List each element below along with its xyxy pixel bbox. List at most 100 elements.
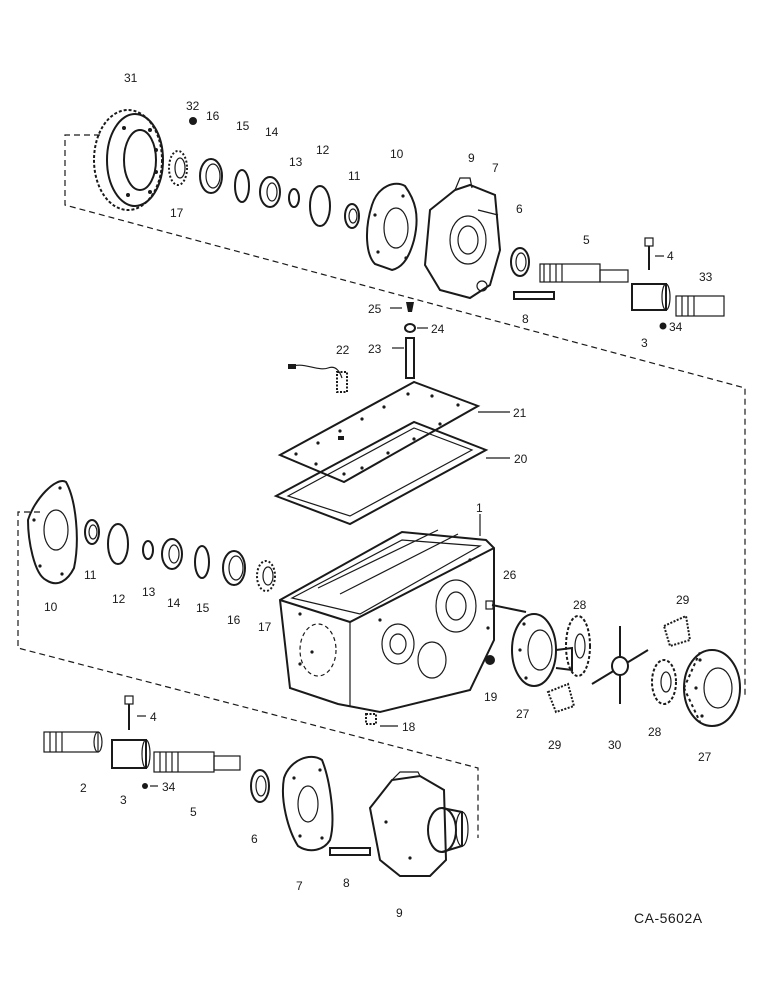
lower-assembly-frame bbox=[17, 511, 479, 838]
callout-24: 24 bbox=[431, 322, 445, 336]
callout-6-bottom: 6 bbox=[251, 832, 258, 846]
callout-15: 15 bbox=[236, 119, 250, 133]
seal-part-6-bottom bbox=[250, 769, 270, 803]
callout-5: 5 bbox=[583, 233, 590, 247]
side-gear-part-28-top bbox=[565, 615, 591, 677]
spider-cross-part-30 bbox=[591, 626, 649, 704]
gasket-part-20 bbox=[273, 420, 489, 526]
o-ring-part-12-top bbox=[309, 185, 331, 227]
set-screw-part-34-bottom bbox=[142, 783, 148, 789]
callout-15-mid: 15 bbox=[196, 601, 210, 615]
drain-plug-part-18 bbox=[365, 713, 377, 725]
callout-11: 11 bbox=[348, 169, 361, 183]
callout-9: 9 bbox=[468, 151, 475, 165]
snap-ring-part-15-mid bbox=[194, 545, 210, 579]
callout-25: 25 bbox=[368, 302, 382, 316]
callout-29-bottom: 29 bbox=[548, 738, 562, 752]
bolt-part-26 bbox=[485, 600, 527, 613]
bearing-cone-part-17-mid bbox=[256, 560, 276, 592]
callout-12-mid: 12 bbox=[112, 592, 126, 606]
callout-21: 21 bbox=[513, 406, 527, 420]
plug-part-25 bbox=[406, 302, 414, 312]
side-gear-part-28-bottom bbox=[651, 659, 677, 705]
housing-part-9-top bbox=[423, 177, 502, 300]
drawing-code-label: CA-5602A bbox=[634, 910, 703, 926]
callout-13: 13 bbox=[289, 155, 303, 169]
callout-9-bottom: 9 bbox=[396, 906, 403, 920]
callout-17: 17 bbox=[170, 206, 184, 220]
callout-27-right: 27 bbox=[698, 750, 712, 764]
callout-4-bottom: 4 bbox=[150, 710, 157, 724]
seal-part-6-top bbox=[510, 247, 530, 277]
callout-17-mid: 17 bbox=[258, 620, 272, 634]
set-screw-part-34-top bbox=[659, 322, 667, 330]
ring-part-13-mid bbox=[142, 540, 154, 560]
callout-16: 16 bbox=[206, 109, 220, 123]
shaft-part-5-bottom bbox=[153, 751, 241, 773]
bearing-cone-part-17-top bbox=[168, 150, 188, 186]
callout-14: 14 bbox=[265, 125, 279, 139]
gasket-plate-part-10-top bbox=[365, 182, 418, 272]
bolt-part-4-top bbox=[644, 237, 654, 270]
gasket-plate-part-10-mid bbox=[26, 480, 78, 585]
bearing-cup-part-16-top bbox=[199, 158, 223, 194]
differential-case-half-part-27-right bbox=[683, 649, 741, 727]
shaft-part-2 bbox=[43, 731, 103, 753]
washer-part-24 bbox=[404, 323, 416, 333]
callout-34: 34 bbox=[669, 320, 683, 334]
washer-part-19 bbox=[485, 655, 495, 665]
housing-part-9-bottom bbox=[368, 771, 469, 877]
callout-6: 6 bbox=[516, 202, 523, 216]
callout-10: 10 bbox=[390, 147, 404, 161]
bearing-part-14-mid bbox=[161, 538, 183, 570]
upper-assembly-frame bbox=[64, 134, 746, 695]
top-callouts: 31 32 16 15 14 13 12 11 10 9 7 6 5 4 33 … bbox=[124, 71, 713, 350]
callout-7: 7 bbox=[492, 161, 499, 175]
callout-20: 20 bbox=[514, 452, 528, 466]
callout-34-bottom: 34 bbox=[162, 780, 176, 794]
callout-28-bottom: 28 bbox=[648, 725, 662, 739]
callout-3: 3 bbox=[641, 336, 648, 350]
middle-left-callouts: 10 11 12 13 14 15 16 17 bbox=[44, 568, 272, 634]
callout-3-bottom: 3 bbox=[120, 793, 127, 807]
callout-13-mid: 13 bbox=[142, 585, 156, 599]
seal-part-11-top bbox=[344, 203, 360, 229]
shaft-part-5-top bbox=[539, 263, 629, 283]
callout-26: 26 bbox=[503, 568, 517, 582]
pin-part-8-top bbox=[513, 291, 555, 300]
differential-case-half-part-27-left bbox=[511, 613, 573, 687]
plug-part-32 bbox=[189, 117, 197, 125]
callout-28-top: 28 bbox=[573, 598, 587, 612]
stub-shaft-part-33 bbox=[675, 295, 725, 317]
callout-23: 23 bbox=[368, 342, 382, 356]
callout-1: 1 bbox=[476, 501, 483, 515]
callout-7-bottom: 7 bbox=[296, 879, 303, 893]
callout-5-bottom: 5 bbox=[190, 805, 197, 819]
callout-4: 4 bbox=[667, 249, 674, 263]
bearing-part-14-top bbox=[259, 176, 281, 208]
callout-33: 33 bbox=[699, 270, 713, 284]
callout-31: 31 bbox=[124, 71, 138, 85]
gasket-plate-part-7 bbox=[282, 755, 334, 852]
callout-32: 32 bbox=[186, 99, 200, 113]
callout-8-bottom: 8 bbox=[343, 876, 350, 890]
ring-part-13-top bbox=[288, 188, 300, 208]
pinion-gear-part-29-bottom bbox=[546, 682, 576, 714]
callout-19: 19 bbox=[484, 690, 498, 704]
callout-10-mid: 10 bbox=[44, 600, 58, 614]
callout-27-left: 27 bbox=[516, 707, 530, 721]
transmission-case-part-1 bbox=[278, 529, 495, 714]
cover-plate-part-21 bbox=[277, 380, 481, 484]
pinion-gear-part-29-top bbox=[662, 614, 692, 648]
seal-part-11-mid bbox=[84, 519, 100, 545]
callout-8: 8 bbox=[522, 312, 529, 326]
bearing-cup-part-16-mid bbox=[222, 550, 246, 586]
coupling-part-3-top bbox=[631, 283, 671, 311]
callout-11-mid: 11 bbox=[84, 568, 97, 582]
callout-30: 30 bbox=[608, 738, 622, 752]
snap-ring-part-15-top bbox=[234, 169, 250, 203]
callout-14-mid: 14 bbox=[167, 596, 181, 610]
o-ring-part-12-mid bbox=[107, 523, 129, 565]
